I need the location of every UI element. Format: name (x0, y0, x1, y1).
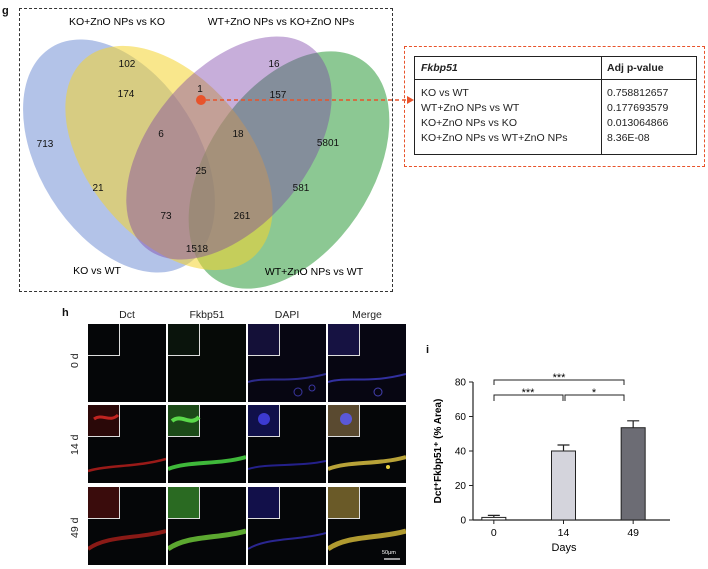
x-tick-label: 49 (627, 527, 639, 539)
micrograph-inset (328, 324, 360, 356)
highlight-dot (196, 95, 206, 105)
error-bar-14 (557, 444, 570, 451)
y-tick-label: 40 (455, 447, 467, 458)
venn-count: 16 (268, 59, 280, 70)
venn-diagram: KO+ZnO NPs vs KO WT+ZnO NPs vs KO+ZnO NP… (23, 16, 390, 289)
y-tick-label: 20 (455, 481, 467, 492)
micrograph-inset (88, 405, 120, 437)
set-label-wtzno-vs-kozno: WT+ZnO NPs vs KO+ZnO NPs (208, 16, 354, 28)
error-bar-49 (627, 420, 640, 428)
venn-count: 1 (197, 84, 203, 95)
venn-count: 174 (118, 89, 135, 100)
micrograph-fkbp51-49d (168, 487, 246, 565)
micrograph-dapi-14d (248, 405, 326, 483)
micrograph-dapi-49d (248, 487, 326, 565)
set-label-ko-vs-wt: KO vs WT (73, 265, 121, 277)
row-label-14d: 14 d (69, 434, 81, 455)
micrograph-inset (88, 324, 120, 356)
significance-brackets (493, 379, 625, 401)
micrograph-inset (248, 487, 280, 519)
row-label-0d: 0 d (69, 353, 81, 368)
table-header: Fkbp51 Adj p-value (415, 57, 696, 80)
micrograph-inset (88, 487, 120, 519)
col-label-merge: Merge (352, 309, 382, 321)
micrograph-dct-14d (88, 405, 166, 483)
venn-ellipses (23, 36, 390, 289)
table-divider (601, 57, 602, 154)
venn-count: 713 (37, 139, 54, 150)
fkbp51-table: Fkbp51 Adj p-value KO vs WT 0.758812657 … (414, 56, 697, 155)
micrograph-fkbp51-0d (168, 324, 246, 402)
error-bar-0 (487, 514, 500, 518)
venn-count: 581 (293, 183, 310, 194)
bar-chart: 0 20 40 60 80 0 14 49 *** * *** Days Dct⁺Fkbp5… (433, 372, 670, 554)
table-header-value: Adj p-value (607, 62, 664, 74)
venn-count: 73 (160, 211, 172, 222)
micrograph-inset (168, 324, 200, 356)
significance-right: * (592, 387, 597, 399)
panel-g-letter: g (2, 5, 9, 17)
venn-count: 21 (92, 183, 104, 194)
micrograph-fkbp51-14d (168, 405, 246, 483)
bar-0 (481, 516, 507, 521)
y-tick-label: 0 (460, 516, 466, 527)
venn-count: 18 (232, 129, 244, 140)
panel-i-letter: i (426, 344, 430, 356)
set-label-wtzno-vs-wt: WT+ZnO NPs vs WT (265, 266, 364, 278)
table-header-gene: Fkbp51 (421, 62, 458, 74)
x-tick-label: 0 (491, 527, 497, 539)
scale-bar-label: 50μm (382, 550, 396, 556)
venn-count: 261 (234, 211, 251, 222)
micrograph-merge-0d (328, 324, 406, 402)
micrograph-dct-0d (88, 324, 166, 402)
venn-count: 1518 (186, 244, 209, 255)
micrograph-dct-49d (88, 487, 166, 565)
bar-14 (551, 450, 576, 521)
venn-count: 6 (158, 129, 164, 140)
micrograph-inset (248, 324, 280, 356)
venn-count: 25 (195, 166, 207, 177)
table-frame (404, 46, 705, 167)
venn-set-kozno-vs-ko (65, 45, 273, 271)
y-tick-label: 60 (455, 412, 467, 423)
venn-count: 5801 (317, 138, 340, 149)
venn-set-wtzno-vs-kozno (126, 36, 332, 260)
col-label-dapi: DAPI (274, 309, 300, 321)
micrograph-merge-49d: 50μm (328, 487, 406, 565)
row-label-49d: 49 d (69, 517, 81, 538)
venn-count: 102 (119, 59, 136, 70)
set-label-kozno-vs-ko: KO+ZnO NPs vs KO (69, 16, 165, 28)
bar-49 (620, 427, 646, 521)
micrograph-inset (328, 487, 360, 519)
y-axis-title: Dct⁺Fkbp51⁺ (% Area) (433, 399, 444, 504)
micrograph-inset (168, 487, 200, 519)
venn-count: 157 (270, 90, 287, 101)
connector-arrow (206, 96, 414, 104)
significance-top: *** (553, 372, 567, 384)
y-tick-label: 80 (455, 378, 467, 389)
x-tick-label: 14 (558, 527, 570, 539)
x-axis-title: Days (551, 542, 577, 554)
panel-h-letter: h (62, 307, 69, 319)
venn-frame (19, 8, 393, 292)
micrograph-dapi-0d (248, 324, 326, 402)
significance-left: *** (522, 387, 536, 399)
col-label-fkbp51: Fkbp51 (189, 309, 225, 321)
col-label-dct: Dct (119, 309, 135, 321)
micrograph-merge-14d (328, 405, 406, 483)
